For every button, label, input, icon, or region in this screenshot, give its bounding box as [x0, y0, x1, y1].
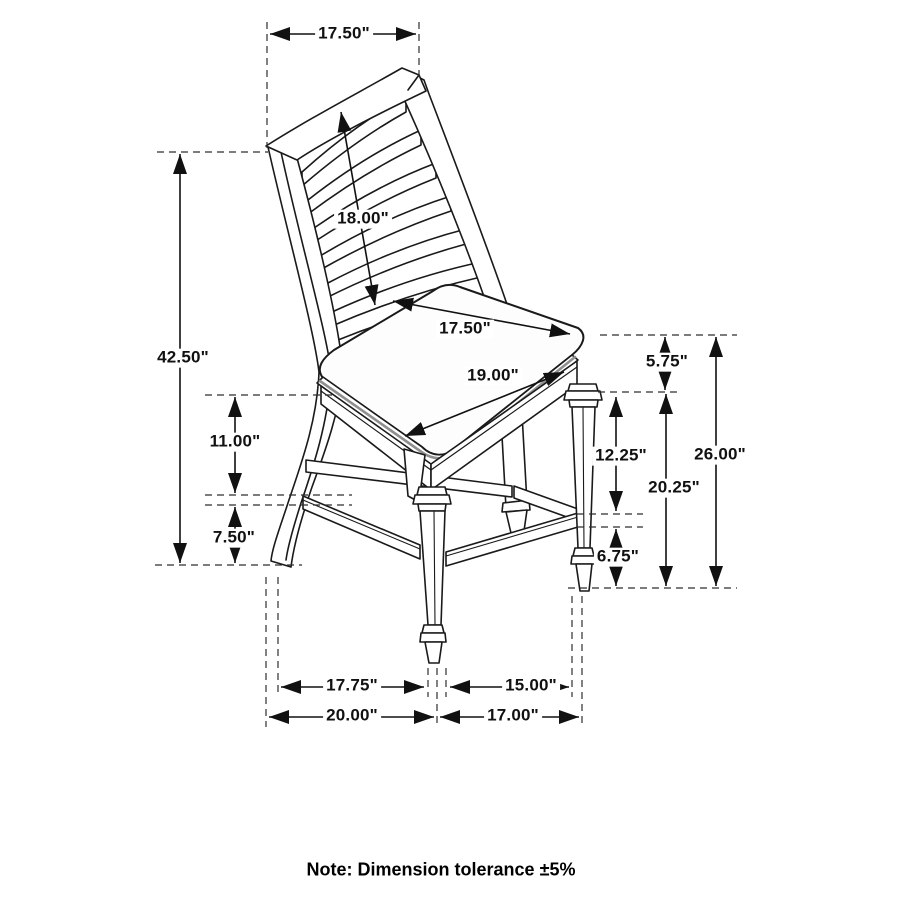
chair — [265, 67, 603, 664]
dim-right-stretcher-to-floor: 6.75" — [593, 547, 643, 567]
dim-side-foot-span: 15.00" — [502, 676, 560, 696]
dim-underseat-to-floor: 20.25" — [645, 478, 703, 498]
dim-seat-depth: 19.00" — [464, 366, 522, 386]
extension-lines — [155, 22, 737, 727]
dim-base-width: 17.00" — [484, 706, 542, 726]
dim-overall-height: 42.50" — [154, 348, 212, 368]
dim-seat-front-thickness: 5.75" — [642, 352, 692, 372]
right-leg — [563, 383, 603, 592]
dim-left-seat-to-stretcher: 11.00" — [206, 432, 264, 452]
dim-seat-width: 17.50" — [436, 319, 494, 339]
front-leg — [412, 486, 452, 664]
dim-right-seat-to-stretcher: 12.25" — [592, 446, 650, 466]
dim-seat-height: 26.00" — [691, 445, 749, 465]
stretchers — [302, 495, 579, 567]
dim-top-width: 17.50" — [315, 24, 373, 44]
dim-left-stretcher-to-floor: 7.50" — [209, 528, 259, 548]
dim-front-foot-span: 17.75" — [323, 676, 381, 696]
dim-backrest-height: 18.00" — [334, 209, 392, 229]
dim-base-depth: 20.00" — [323, 706, 381, 726]
tolerance-note: Note: Dimension tolerance ±5% — [306, 859, 576, 880]
